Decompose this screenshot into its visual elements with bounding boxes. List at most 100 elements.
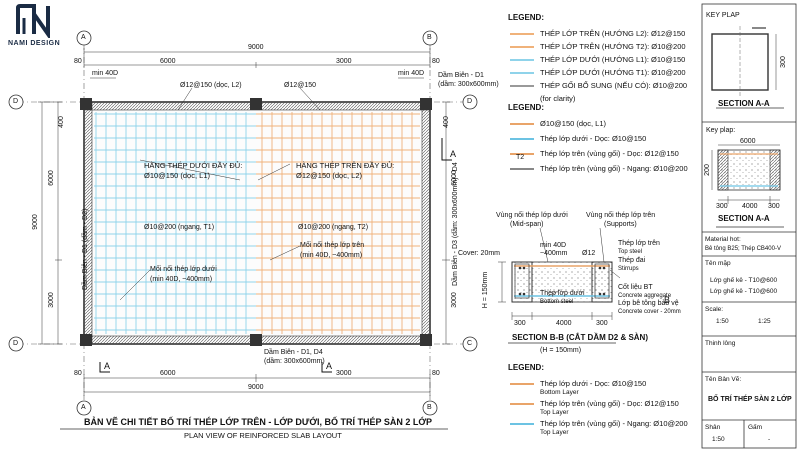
dim-min40-left: min 40D bbox=[92, 70, 119, 77]
bb-phi: Ø12 bbox=[582, 250, 596, 257]
aa-section-label: SECTION A-A bbox=[718, 214, 770, 223]
mid-right-label: Ø10@200 (ngang, T2) bbox=[298, 224, 369, 231]
dim-top-right: 3000 bbox=[336, 58, 352, 65]
splice-bot-title: Mối nối thép lớp dưới bbox=[150, 266, 217, 273]
key-plan-2-title: Key plap: bbox=[706, 127, 736, 134]
top-rebar-grid bbox=[256, 112, 420, 334]
bb-cover-layer: Lớp bê tông bảo vệ bbox=[618, 300, 679, 307]
bb-top-steel: Thép lớp trên bbox=[618, 240, 660, 247]
legend-item-sub: Top Layer bbox=[540, 429, 569, 436]
legend-item-label: THÉP LỚP DƯỚI (HƯỚNG L1): Ø10@150 bbox=[540, 55, 686, 64]
dim-top-80b: 80 bbox=[432, 58, 440, 65]
beam-top-size: (dầm: 300x600mm) bbox=[438, 81, 499, 88]
bb-dim-4000: 4000 bbox=[556, 320, 572, 327]
key-plan-section-label: SECTION A-A bbox=[718, 99, 770, 108]
legend-item-label: THÉP GỐI BỔ SUNG (NẾU CÓ): Ø10@200 bbox=[540, 81, 688, 90]
key-plan-title: KEY PLAP bbox=[706, 12, 740, 19]
bb-dim-300b: 300 bbox=[596, 320, 608, 327]
drawing-title-vn: BẢN VẼ CHI TIẾT BỐ TRÍ THÉP LỚP TRÊN - L… bbox=[84, 417, 433, 427]
beam-bottom-label: Dầm Biên - D1, D4 bbox=[264, 349, 323, 356]
dim-bot-right: 3000 bbox=[336, 370, 352, 377]
top-rebar-right: Ø12@150 bbox=[284, 82, 317, 89]
beam-top-label: Dầm Biên - D1 bbox=[438, 72, 484, 79]
bb-sup-label-2: (Supports) bbox=[604, 221, 637, 228]
section-mark-a-right: A bbox=[450, 149, 457, 159]
grid-label-d-left: D bbox=[13, 98, 19, 105]
legend-item-label: THÉP LỚP TRÊN (HƯỚNG L2): Ø12@150 bbox=[540, 29, 686, 38]
bb-h: H = 150mm bbox=[482, 271, 490, 309]
legend-item-label: Thép lớp dưới - Dọc: Ø10@150 bbox=[540, 379, 647, 388]
aa-dim-300: 300 bbox=[716, 203, 728, 210]
legend-item-label: Thép lớp trên (vùng gối) - Dọc: Ø12@150 bbox=[540, 149, 679, 158]
nami-logo-icon bbox=[16, 4, 50, 38]
drawing-title-en: PLAN VIEW OF REINFORCED SLAB LAYOUT bbox=[184, 431, 342, 440]
splice-bot-val: (min 40D, ~400mm) bbox=[150, 276, 213, 283]
dim-top-left: 6000 bbox=[160, 58, 176, 65]
mid-left-label: Ø10@200 (ngang, T1) bbox=[144, 224, 215, 231]
bb-bottom-steel-en: Bottom steel bbox=[540, 299, 574, 305]
bb-agg: Cốt liệu BT bbox=[618, 284, 653, 291]
key-plan-drawing bbox=[711, 26, 777, 96]
dim-lines bbox=[38, 48, 450, 396]
shan-label: Shân bbox=[705, 424, 721, 431]
bb-caption: SECTION B-B (CẮT DẦM D2 & SÀN) bbox=[512, 333, 648, 342]
brand-logo: NAMI DESIGN bbox=[4, 4, 64, 50]
legend-item-sub: Bottom Layer bbox=[540, 389, 579, 396]
grid-label-b-bottom: B bbox=[427, 404, 432, 411]
leader-lines bbox=[119, 87, 321, 301]
scale-2: 1:25 bbox=[758, 318, 771, 325]
aa-dim-6000: 6000 bbox=[740, 138, 756, 145]
legend-item-label: Thép lớp trên (vùng gối) - Ngang: Ø10@20… bbox=[540, 164, 688, 173]
dim-left-bot: 3000 bbox=[47, 292, 55, 308]
bb-mid-label: Vùng nối thép lớp dưới bbox=[496, 212, 568, 219]
bottom-rebar-grid bbox=[94, 112, 256, 334]
columns bbox=[80, 98, 432, 346]
dim-bot-left: 6000 bbox=[160, 370, 176, 377]
legend1-swatches bbox=[510, 33, 534, 87]
grid-label-c-right: C bbox=[467, 340, 473, 347]
beam-bottom-size: (dầm: 300x600mm) bbox=[264, 358, 325, 365]
drawing-name-label: Tên Bản Vẽ: bbox=[705, 376, 742, 383]
material-value: Bê tông B25; Thép CB400-V bbox=[705, 246, 781, 252]
top-full-title: HÀNG THÉP TRÊN ĐẦY ĐỦ: bbox=[296, 161, 395, 170]
grid-label-a-bottom: A bbox=[81, 404, 86, 411]
bb-mid-label-2: (Mid-span) bbox=[510, 221, 544, 228]
section-mark-a-mid: A bbox=[326, 361, 333, 371]
bottom-full-value: Ø10@150 (dọc, L1) bbox=[144, 171, 210, 180]
splice-top-title: Mối nối thép lớp trên bbox=[300, 242, 365, 249]
scale-title: Scale: bbox=[705, 306, 724, 313]
legend3-swatches bbox=[510, 383, 534, 425]
legend-item-label: (for clarity) bbox=[540, 94, 576, 103]
legend1-title: LEGEND: bbox=[508, 13, 544, 22]
brand-name: NAMI DESIGN bbox=[8, 40, 61, 47]
legend-item-label: THÉP LỚP TRÊN (HƯỚNG T2): Ø10@200 bbox=[540, 42, 686, 51]
legend2-t2: T2 bbox=[516, 154, 525, 161]
thinh-long: Thinh lông bbox=[705, 340, 736, 347]
gam-dash: - bbox=[768, 436, 771, 443]
legend2-swatches bbox=[510, 123, 534, 170]
beam-left-label: Dầm Biên - D1 (dầm - D2) bbox=[82, 208, 89, 290]
gam-label: Gấm bbox=[748, 424, 763, 431]
grid-bubbles bbox=[8, 30, 478, 416]
bb-agg-en: Concrete aggregate bbox=[618, 293, 672, 299]
bb-top-steel-en: Top steel bbox=[618, 249, 643, 255]
bb-sup-label: Vùng nối thép lớp trên bbox=[586, 212, 656, 219]
aa-dim-200: 200 bbox=[703, 164, 711, 176]
grid-label-a-top: A bbox=[81, 34, 86, 41]
dim-top-total: 9000 bbox=[248, 44, 264, 51]
section-bb-drawing bbox=[498, 227, 621, 320]
bb-dim-300a: 300 bbox=[514, 320, 526, 327]
drawing-name-value: BỐ TRÍ THÉP SÀN 2 LỚP bbox=[708, 396, 792, 403]
bb-caption-2: (H = 150mm) bbox=[540, 347, 582, 354]
name-title: Tên mặp bbox=[705, 260, 731, 267]
bottom-full-title: HÀNG THÉP DƯỚI ĐẦY ĐỦ: bbox=[144, 161, 243, 170]
dim-right-bot: 3000 bbox=[450, 292, 458, 308]
aa-dim-300c: 300 bbox=[768, 203, 780, 210]
bb-stirrup-en: Stirrups bbox=[618, 266, 639, 272]
dim-left-total: 9000 bbox=[31, 214, 39, 230]
legend-item-label: Ø10@150 (dọc, L1) bbox=[540, 119, 606, 128]
legend-item-label: Thép lớp trên (vùng gối) - Dọc: Ø12@150 bbox=[540, 399, 679, 408]
legend3-title: LEGEND: bbox=[508, 363, 544, 372]
scale-1: 1:50 bbox=[716, 318, 729, 325]
grid-label-d-right: D bbox=[467, 98, 473, 105]
